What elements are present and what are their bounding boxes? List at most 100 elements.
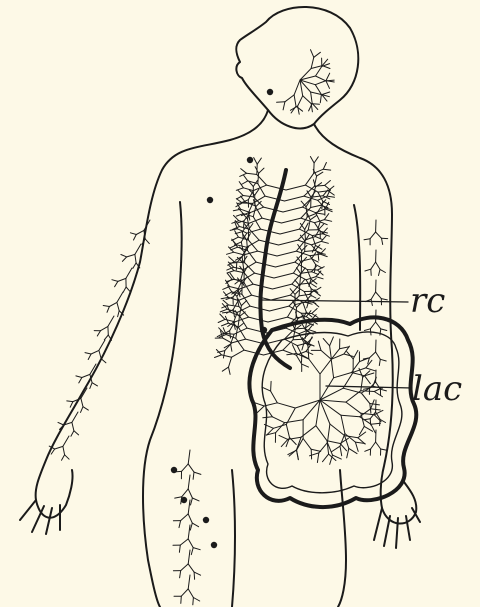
lymph-vessel [232, 237, 239, 240]
lymph-vessel [263, 417, 273, 418]
lymph-vessel [313, 302, 319, 307]
lymph-vessel [330, 346, 332, 359]
lymph-vessel [323, 169, 330, 170]
lymph-vessel [353, 350, 358, 359]
lymph-vessel [238, 190, 243, 195]
lymph-vessel [381, 449, 387, 450]
lymph-vessel [346, 391, 361, 402]
lymph-vessel [364, 419, 370, 420]
lymph-vessel [63, 446, 65, 454]
lymph-vessel [243, 196, 253, 197]
lymph-vessel [123, 287, 126, 292]
lymph-vessel [361, 377, 363, 390]
lymph-vessel [193, 548, 200, 550]
lymph-vessel [58, 422, 64, 425]
lymph-vessel [330, 424, 345, 436]
lymph-vessel [241, 301, 246, 306]
lymph-vessel [135, 254, 136, 263]
body-outline [20, 7, 420, 607]
lymph-vessel [326, 81, 334, 82]
lymph-vessel [376, 442, 381, 449]
lymph-vessel [379, 359, 380, 365]
lymph-vessel [349, 448, 357, 453]
lymph-vessel [334, 373, 352, 378]
label-rc: rc [410, 281, 445, 321]
lymph-vessel [347, 448, 349, 458]
lymph-vessel [92, 383, 97, 386]
lymph-vessel [309, 294, 316, 298]
lymph-vessel [327, 196, 334, 197]
lymph-vessel [321, 350, 331, 359]
lymph-vessel [323, 339, 329, 346]
lymph-vessel [223, 351, 224, 358]
lymph-vessel [82, 374, 90, 377]
lymph-vessel [230, 331, 231, 338]
lymph-vessel [76, 376, 82, 378]
lymph-vessel [192, 523, 198, 527]
lymph-vessel [81, 407, 84, 413]
lymph-vessel [330, 337, 334, 346]
lymph-vessel [55, 446, 63, 449]
lymph-vessel [282, 218, 301, 223]
lymph-vessel [279, 240, 298, 245]
lymph-vessel [321, 241, 328, 243]
lymph-vessel [315, 287, 321, 291]
lymph-vessel [327, 424, 330, 443]
lymph-node [261, 327, 267, 333]
lymph-vessel [309, 330, 316, 332]
lymph-vessel [229, 357, 232, 367]
lymph-vessel [370, 404, 380, 405]
lymph-vessel [192, 498, 199, 501]
lymph-vessel [309, 290, 315, 295]
lymph-vessel [370, 322, 375, 329]
lymph-vessel [314, 52, 321, 57]
lymph-vessel [117, 292, 123, 302]
lymph-node [181, 497, 187, 503]
lymph-vessel [255, 403, 264, 406]
lymph-vessel [222, 355, 232, 357]
lymph-vessel [188, 450, 190, 464]
lymph-vessel [122, 257, 126, 262]
lymph-vessel [361, 393, 370, 404]
lymph-vessel [277, 102, 285, 103]
lymph-vessel [316, 66, 322, 76]
lac-leader-line [326, 386, 412, 388]
lymph-vessel [371, 292, 376, 299]
lymph-vessel [331, 359, 333, 378]
lymph-vessel [223, 300, 229, 305]
lymph-vessel [99, 350, 101, 358]
lymph-vessel [271, 391, 278, 403]
lymph-vessel [188, 475, 190, 489]
lymph-vessel [370, 419, 371, 425]
lymph-vessel [277, 403, 295, 408]
lymph-vessel [175, 497, 182, 498]
lymph-vessel [109, 302, 117, 306]
lymph-vessel [118, 311, 120, 317]
lymph-vessel [364, 329, 370, 331]
lymph-node [203, 517, 209, 523]
lymph-vessel [376, 382, 381, 389]
lymph-vessel [247, 173, 257, 174]
lymph-vessel [62, 455, 65, 460]
lymph-vessel [317, 207, 321, 213]
lymph-vessel [293, 273, 306, 280]
lymph-vessel [220, 314, 225, 319]
lymph-vessel [237, 296, 239, 306]
lymph-vessel [118, 278, 126, 281]
lymph-vessel [182, 464, 189, 472]
lymph-vessel [229, 257, 235, 262]
lymph-vessel [379, 269, 381, 275]
lymph-vessel [270, 306, 289, 311]
lymph-vessel [227, 271, 234, 273]
lymph-vessel [257, 158, 261, 164]
lymph-vessel [352, 373, 365, 376]
lymph-vessel [180, 539, 188, 545]
lymph-vessel [238, 327, 246, 339]
lymph-vessel [188, 525, 190, 539]
lymph-vessel [108, 316, 114, 326]
lymph-vessel [324, 220, 331, 222]
lymph-vessel [303, 96, 312, 104]
lymph-vessel [345, 436, 358, 438]
lymph-vessel [309, 359, 320, 374]
lymph-vessel [188, 489, 192, 498]
